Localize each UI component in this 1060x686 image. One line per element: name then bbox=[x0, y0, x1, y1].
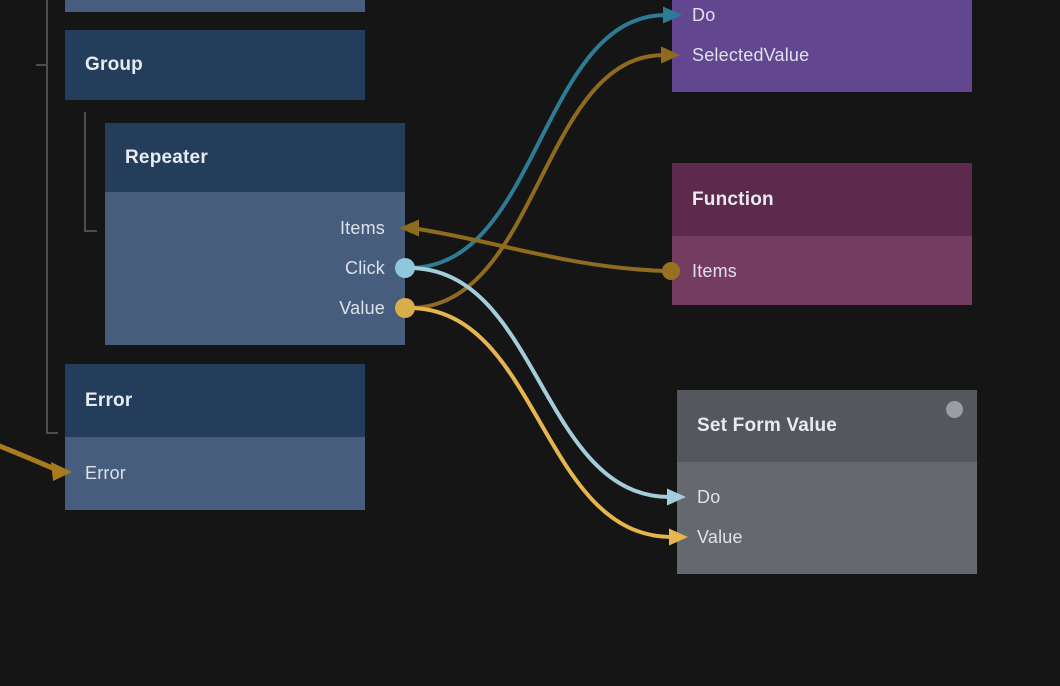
wire-value-to-setformvalue-value[interactable] bbox=[407, 306, 674, 539]
node-group-title: Group bbox=[85, 54, 143, 75]
node-function-title: Function bbox=[672, 163, 972, 236]
port-set-form-value-do[interactable]: Do bbox=[697, 487, 721, 507]
port-purple-do[interactable]: Do bbox=[692, 5, 716, 25]
tree-line-tick-group bbox=[36, 64, 46, 66]
port-repeater-items[interactable]: Items bbox=[339, 218, 385, 238]
node-set-form-value-body bbox=[677, 462, 977, 574]
port-purple-selectedvalue[interactable]: SelectedValue bbox=[692, 45, 810, 65]
node-function[interactable]: Function Items bbox=[672, 163, 972, 305]
node-function-body bbox=[672, 236, 972, 305]
partial-node-purple[interactable]: Do SelectedValue bbox=[672, 0, 972, 92]
wire-click-to-setformvalue-do[interactable] bbox=[407, 266, 672, 499]
partial-node-top[interactable] bbox=[65, 0, 365, 12]
port-set-form-value-value[interactable]: Value bbox=[697, 527, 743, 547]
tree-line-tick-error bbox=[46, 432, 58, 434]
wire-click-to-do[interactable] bbox=[407, 13, 668, 270]
port-repeater-click[interactable]: Click bbox=[345, 258, 385, 278]
node-error[interactable]: Error Error bbox=[65, 364, 365, 510]
wire-function-items-to-repeater-items[interactable] bbox=[416, 227, 668, 273]
node-set-form-value[interactable]: Set Form Value Do Value bbox=[677, 390, 977, 574]
node-set-form-value-title: Set Form Value bbox=[677, 390, 977, 462]
tree-line-vertical-inner bbox=[84, 112, 86, 232]
tree-line-tick-repeater bbox=[84, 230, 97, 232]
node-error-body bbox=[65, 437, 365, 510]
port-function-items[interactable]: Items bbox=[692, 261, 738, 281]
tree-line-vertical-outer bbox=[46, 0, 48, 434]
node-group[interactable]: Group bbox=[65, 30, 365, 100]
status-dot bbox=[946, 401, 963, 418]
wire-offscreen-to-error[interactable] bbox=[0, 443, 58, 472]
port-repeater-value[interactable]: Value bbox=[339, 298, 385, 318]
node-repeater[interactable]: Repeater Items Click Value bbox=[105, 123, 405, 345]
node-repeater-title: Repeater bbox=[105, 123, 405, 192]
port-error-error[interactable]: Error bbox=[85, 463, 126, 483]
node-error-title: Error bbox=[65, 364, 365, 437]
node-repeater-body bbox=[105, 192, 405, 345]
wire-value-to-selectedvalue[interactable] bbox=[407, 53, 666, 310]
